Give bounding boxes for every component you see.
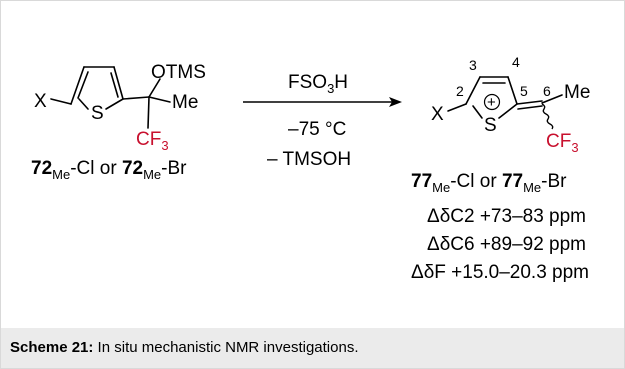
caption-label: Scheme 21: [10,339,94,356]
nmr-shift-c2: ΔδC2 +73–83 ppm [427,206,586,227]
reactant-cf3-label: CF3 [136,129,169,153]
reagent-label: FSO3H [288,72,348,96]
product-me-label: Me [564,82,590,103]
reactant-otms-label: OTMS [151,62,206,83]
temperature-label: –75 °C [288,119,346,140]
reactant-me-label: Me [172,92,198,113]
product-compound-label: 77Me-Cl or 77Me-Br [411,171,567,195]
reactant-structure [50,66,171,129]
reactant-ring-cs-bond [78,98,89,110]
product-s-atom: S [484,115,497,136]
product-charge-sign: + [487,94,496,111]
atom-number-2: 2 [456,83,464,99]
caption-bar: Scheme 21: In situ mechanistic NMR inves… [1,328,624,368]
atom-number-5: 5 [520,83,528,99]
positive-charge-icon [483,93,501,111]
product-cf3-label: CF3 [546,131,579,155]
product-structure [447,76,563,119]
reactant-x-label: X [34,91,47,112]
scheme-caption: Scheme 21: In situ mechanistic NMR inves… [10,339,359,357]
reactant-compound-label: 72Me-Cl or 72Me-Br [31,158,187,182]
caption-text: In situ mechanistic NMR investigations. [93,339,359,356]
nmr-shift-c6: ΔδC6 +89–92 ppm [427,234,586,255]
reaction-arrow [243,97,402,107]
product-wavy-bond [541,103,554,130]
reactant-s-atom: S [91,103,104,124]
product-x-label: X [431,104,444,125]
byproduct-label: – TMSOH [267,149,351,170]
atom-number-6: 6 [543,83,551,99]
reactant-ring-sc-bond [105,98,124,110]
nmr-shift-f: ΔδF +15.0–20.3 ppm [411,262,589,283]
atom-number-4: 4 [512,54,520,70]
atom-number-3: 3 [469,57,477,73]
